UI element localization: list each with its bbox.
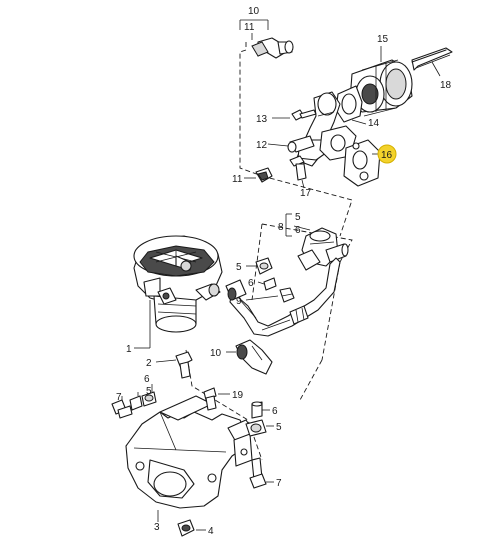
callout-3: 3 — [154, 522, 160, 533]
callout-4: 4 — [208, 526, 214, 537]
callout-5-left: 5 — [146, 386, 152, 397]
air-hose-assembly — [225, 257, 341, 337]
grommet-part-5-mid: 5 — [236, 257, 273, 275]
screw-part-19: 19 — [203, 387, 244, 411]
clip-part-11: 11 — [232, 167, 273, 185]
callout-17: 17 — [300, 188, 312, 199]
callout-16: 16 — [381, 150, 393, 161]
bolt-part-17: 17 — [289, 155, 312, 199]
hose-clamp-part-18: 18 — [411, 47, 453, 91]
callout-6-right: 6 — [272, 406, 278, 417]
hose-part-10: 10 — [210, 339, 273, 375]
hose-elbow-part-11 — [251, 37, 294, 59]
callout-bracket-8: 8 5 6 — [278, 212, 311, 237]
callout-2: 2 — [146, 358, 152, 369]
callout-bracket-10-11: 10 11 — [239, 6, 269, 40]
pipe-stub-part-12: 12 — [256, 135, 315, 153]
gasket-part-16 — [343, 139, 381, 187]
grommet-part-5-left: 5 — [141, 384, 157, 407]
bracket-part-3: 3 — [125, 395, 255, 533]
callout-11-mid: 11 — [232, 174, 243, 185]
callout-18: 18 — [440, 80, 452, 91]
combination-valve-part-8 — [297, 227, 349, 271]
callout-1: 1 — [126, 344, 132, 355]
bolt-part-7-right: 7 — [249, 457, 282, 489]
callout-6-mid: 6 — [248, 278, 254, 289]
sleeve-part-6-left: 6 — [129, 374, 150, 411]
callout-7-left: 7 — [116, 392, 122, 403]
highlight-badge-16[interactable]: 16 — [377, 144, 397, 164]
callout-19: 19 — [232, 390, 244, 401]
bolt-part-13: 13 — [256, 109, 317, 125]
callout-12: 12 — [256, 140, 268, 151]
callout-5-mid: 5 — [236, 262, 242, 273]
bolt-part-9: 9 — [236, 287, 295, 307]
callout-14: 14 — [368, 118, 380, 129]
callout-5-top: 5 — [295, 212, 301, 223]
callout-10-bottom: 10 — [210, 348, 222, 359]
air-pump-part-1: 1 — [126, 235, 223, 355]
callout-7-right: 7 — [276, 478, 282, 489]
bolt-part-7-left: 7 — [111, 392, 133, 419]
callout-9: 9 — [236, 296, 242, 307]
sleeve-part-6-mid: 6 — [248, 277, 277, 291]
callout-8: 8 — [278, 222, 284, 233]
callout-13: 13 — [256, 114, 268, 125]
callout-11-top: 11 — [244, 22, 255, 33]
nut-part-4: 4 — [177, 519, 214, 537]
sleeve-part-6-right: 6 — [251, 401, 278, 419]
callout-10-top: 10 — [248, 6, 260, 17]
bolt-part-2: 2 — [146, 351, 193, 379]
callout-15: 15 — [377, 34, 389, 45]
callout-6-top: 6 — [295, 225, 301, 236]
valve-flange-part-15: 15 — [349, 34, 413, 117]
callout-6-left: 6 — [144, 374, 150, 385]
grommet-part-5-right: 5 — [245, 419, 282, 437]
gasket-part-14: 14 — [335, 85, 380, 129]
callout-5-right: 5 — [276, 422, 282, 433]
